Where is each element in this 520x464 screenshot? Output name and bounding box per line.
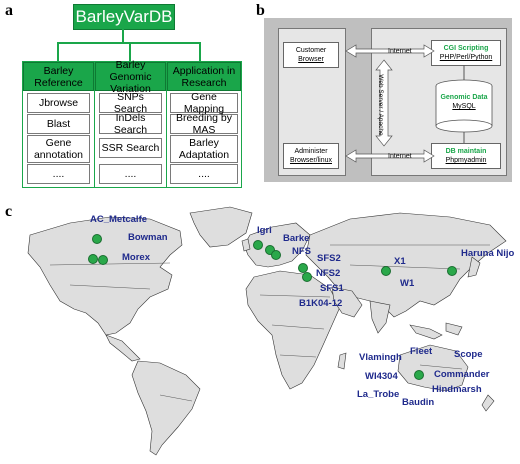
japan-shape [467,256,481,278]
dbmaintain-title: DB maintain [445,148,487,155]
connector-col2 [129,42,131,61]
world-map [27,206,507,456]
internet-label-bottom: Internet [388,153,412,160]
marker-w1 [381,266,391,276]
india-shape [369,300,391,334]
webserver-label: Web Server / Apache [377,74,384,136]
item-snps-search: SNPs Search [99,91,162,115]
header-application: Application in Research [167,62,241,91]
marker-haruna-nijo [447,266,457,276]
europe-shape [243,222,311,268]
arabia-shape [331,286,363,318]
genomic-data-label: Genomic Data MySQL [436,93,492,111]
label-scope: Scope [454,349,483,360]
label-sfs2: SFS2 [317,253,341,264]
marker-igri [253,240,263,250]
label-vlamingh: Vlamingh [359,352,402,363]
label-nfs2: NFS2 [316,268,341,279]
genomic-title: Genomic Data [440,94,488,101]
administer-browser-label: Browser/linux [289,157,332,164]
marker-bowman [88,254,98,264]
customer-box: Customer Browser [283,42,339,68]
label-haruna-nijo: Haruna Nijo [461,248,515,259]
greenland-shape [189,206,253,248]
label-barke: Barke [283,233,310,244]
genomic-sub: MySQL [452,103,476,110]
label-b1k04-12: B1K04-12 [299,298,343,309]
marker-ac-metcalfe [92,234,102,244]
connector-horizontal [57,42,200,44]
cgi-title: CGI Scripting [443,45,489,52]
label-nfs: NFS [292,246,311,257]
connector-vertical [122,28,124,43]
marker-b1k04 [302,272,312,282]
item-more-1: .... [27,164,90,184]
marker-nfs [271,250,281,260]
connector-col3 [199,42,201,61]
internet-label-top: Internet [388,48,412,55]
marker-australia [414,370,424,380]
new-zealand-shape [481,394,495,412]
south-america-shape [131,360,201,456]
north-america-shape [27,216,183,336]
header-genomic-variation: Barley Genomic Variation [95,59,166,95]
label-commander: Commander [434,369,490,380]
connector-col1 [57,42,59,61]
label-sfs1: SFS1 [320,283,344,294]
item-barley-adaptation: Barley Adaptation [170,135,238,163]
webserver-arrow [375,59,393,147]
label-baudin: Baudin [402,397,435,408]
internet-arrow-top [345,44,435,58]
label-ac-metcalfe: AC_Metcalfe [90,214,148,225]
cgi-box: CGI Scripting PHP/Perl/Python [431,40,501,66]
administer-label: Administer [294,148,328,155]
item-ssr-search: SSR Search [99,138,162,158]
label-fleet: Fleet [410,346,433,357]
label-x1: X1 [394,256,406,267]
architecture-arrows [345,44,493,163]
panel-b-letter: b [256,2,265,19]
internet-arrow-bottom [345,149,435,163]
label-w1: W1 [400,278,415,289]
indonesia-shape [409,324,443,340]
item-gene-annotation: Gene annotation [27,135,90,163]
madagascar-shape [337,352,347,370]
label-la-trobe: La_Trobe [357,389,400,400]
item-jbrowse: Jbrowse [27,93,90,113]
item-gene-mapping: Gene Mapping [170,91,238,115]
africa-shape [245,270,341,390]
label-morex: Morex [122,252,150,263]
label-bowman: Bowman [128,232,168,243]
marker-morex [98,255,108,265]
panel-a-letter: a [5,2,13,19]
item-more-2: .... [99,164,162,184]
dbmaintain-sub: Phpmyadmin [445,157,487,164]
uk-shape [241,238,251,252]
label-wi4304: WI4304 [365,371,398,382]
cgi-sub: PHP/Perl/Python [439,54,493,61]
barleyvardb-title: BarleyVarDB [73,4,175,30]
australia-shape [397,344,469,392]
central-america-shape [105,334,141,362]
item-more-3: .... [170,164,238,184]
item-breeding-mas: Breeding by MAS [170,112,238,136]
label-igri: Igri [257,225,272,236]
item-blast: Blast [27,114,90,134]
item-indels-search: InDels Search [99,112,162,136]
header-barley-reference: Barley Reference [23,62,94,91]
customer-browser-label: Browser [298,56,324,63]
panel-c-letter: c [5,203,13,220]
asia-shape [305,212,507,318]
label-hindmarsh: Hindmarsh [432,384,482,395]
customer-label: Customer [295,47,327,54]
dbmaintain-box: DB maintain Phpmyadmin [431,143,501,169]
administer-box: Administer Browser/linux [283,143,339,169]
new-guinea-shape [445,322,463,336]
